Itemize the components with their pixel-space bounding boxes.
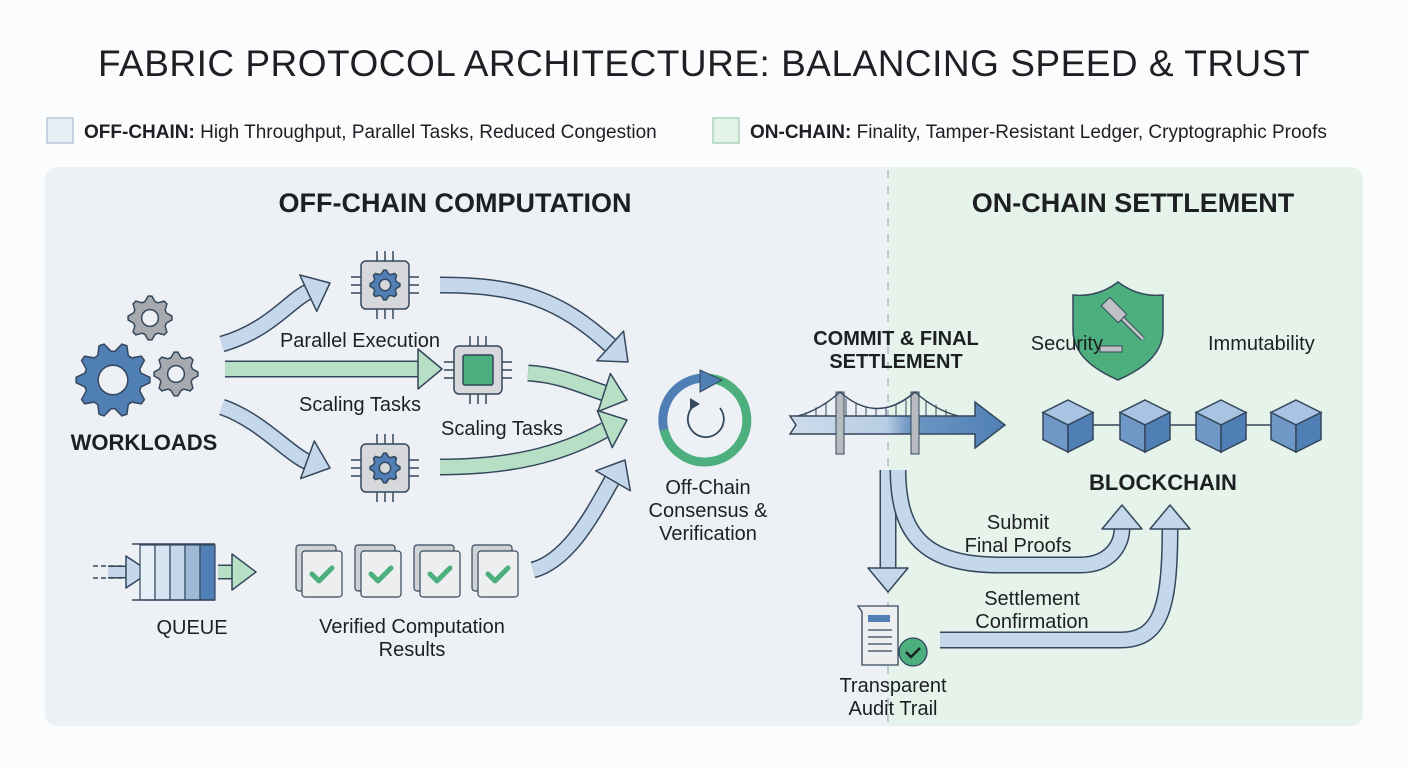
- checkmark-icon: [427, 565, 453, 584]
- block-cube-icon: [1041, 399, 1095, 454]
- bridge-cables: [797, 390, 959, 417]
- verified-result-icon: [471, 544, 519, 598]
- security-label: Security: [1031, 333, 1103, 355]
- onchain-heading: ON-CHAIN SETTLEMENT: [972, 188, 1295, 218]
- arrow-submit-final-proofs: [889, 469, 1143, 574]
- offchain-heading: OFF-CHAIN COMPUTATION: [279, 188, 632, 218]
- arrow-results-to-consensus: [530, 459, 632, 579]
- arrow-to-audit-trail-head: [867, 567, 909, 593]
- verified-result-icon: [354, 544, 402, 598]
- queue-slot: [184, 544, 201, 601]
- gear-icon: [369, 269, 401, 301]
- gear-icon: [369, 452, 401, 484]
- arrow-cpu-top-to-consensus: [439, 276, 629, 363]
- arrow-to-cpu-middle-head: [417, 348, 443, 390]
- arrow-results-to-consensus-head: [594, 459, 632, 492]
- workloads-label: WORKLOADS: [71, 430, 218, 455]
- queue-slot: [169, 544, 186, 601]
- verified-result-icon: [413, 544, 461, 598]
- gavel-handle: [1118, 314, 1145, 341]
- audit-document-icon: [856, 605, 928, 667]
- queue-slot: [139, 544, 156, 601]
- queue-incoming-arrow: [108, 555, 151, 589]
- arrow-to-cpu-bottom: [218, 398, 331, 480]
- queue-slot: [154, 544, 171, 601]
- legend-swatch-onchain: [712, 117, 740, 144]
- arrow-to-audit-trail: [867, 470, 909, 593]
- offchain-panel: [45, 167, 888, 726]
- arrow-queue-to-results: [218, 553, 257, 591]
- scaling-tasks-label-2: Scaling Tasks: [441, 418, 563, 440]
- arrow-cpu-bottom-to-consensus: [439, 409, 628, 476]
- flow-arrows: [93, 274, 1191, 649]
- queue-incoming-arrow-head: [125, 555, 151, 589]
- cpu-icon-middle: [444, 336, 512, 404]
- verified-result-icon: [295, 544, 343, 598]
- parallel-execution-label: Parallel Execution: [280, 330, 440, 352]
- legend-swatch-offchain: [46, 117, 74, 144]
- queue-icon: [132, 543, 216, 601]
- arrow-to-cpu-top-head: [299, 274, 331, 313]
- block-cube-icon: [1118, 399, 1172, 454]
- arrow-to-cpu-top: [219, 274, 331, 353]
- commit-bridge-arrow: [788, 390, 1007, 455]
- queue-label: QUEUE: [156, 617, 227, 639]
- page-title: FABRIC PROTOCOL ARCHITECTURE: BALANCING …: [98, 43, 1310, 84]
- chip-body: [360, 260, 410, 310]
- gear-icon-large: [75, 343, 151, 417]
- bridge-tower: [835, 391, 845, 455]
- block-cube-icon: [1269, 399, 1323, 454]
- checkmark-icon: [368, 565, 394, 584]
- shield-gavel-icon: [1072, 281, 1164, 381]
- blockchain-label: BLOCKCHAIN: [1089, 470, 1237, 495]
- arrow-queue-to-results-head: [231, 553, 257, 591]
- queue-slot: [199, 544, 216, 601]
- arrow-cpu-middle-to-consensus-head: [597, 372, 628, 413]
- block-cube-icon: [1194, 399, 1248, 454]
- chip-body: [360, 443, 410, 493]
- bridge-tower: [910, 391, 920, 455]
- legend-offchain: OFF-CHAIN: High Throughput, Parallel Tas…: [84, 122, 657, 143]
- arrow-cpu-middle-to-consensus: [527, 364, 628, 413]
- gavel-base: [1099, 345, 1123, 353]
- checkmark-icon: [309, 565, 335, 584]
- arrow-to-cpu-middle: [225, 348, 443, 390]
- arrow-settlement-confirmation: [940, 504, 1191, 649]
- gavel-head: [1100, 296, 1128, 324]
- arrow-cpu-top-to-consensus-head: [596, 330, 629, 363]
- scaling-tasks-label: Scaling Tasks: [299, 394, 421, 416]
- arrow-to-cpu-bottom-head: [299, 440, 331, 480]
- cpu-icon-top: [351, 251, 419, 319]
- gear-icon-small-2: [153, 351, 199, 397]
- immutability-label: Immutability: [1208, 333, 1315, 355]
- check-badge-icon: [898, 637, 928, 667]
- refresh-cycle-icon: [658, 369, 752, 467]
- arrow-settlement-confirmation-head: [1149, 504, 1191, 530]
- arrow-submit-final-proofs-head: [1101, 504, 1143, 530]
- checkmark-icon: [485, 565, 511, 584]
- icons: [75, 251, 1323, 667]
- legend: OFF-CHAIN: High Throughput, Parallel Tas…: [46, 117, 1327, 144]
- legend-onchain: ON-CHAIN: Finality, Tamper-Resistant Led…: [750, 122, 1327, 143]
- bridge-arrow-body: [788, 400, 1007, 450]
- chip-core: [462, 354, 494, 386]
- arrow-cpu-bottom-to-consensus-head: [596, 409, 628, 449]
- gear-icon-small: [127, 295, 173, 341]
- cpu-icon-bottom: [351, 434, 419, 502]
- doc-header-bar: [868, 615, 890, 622]
